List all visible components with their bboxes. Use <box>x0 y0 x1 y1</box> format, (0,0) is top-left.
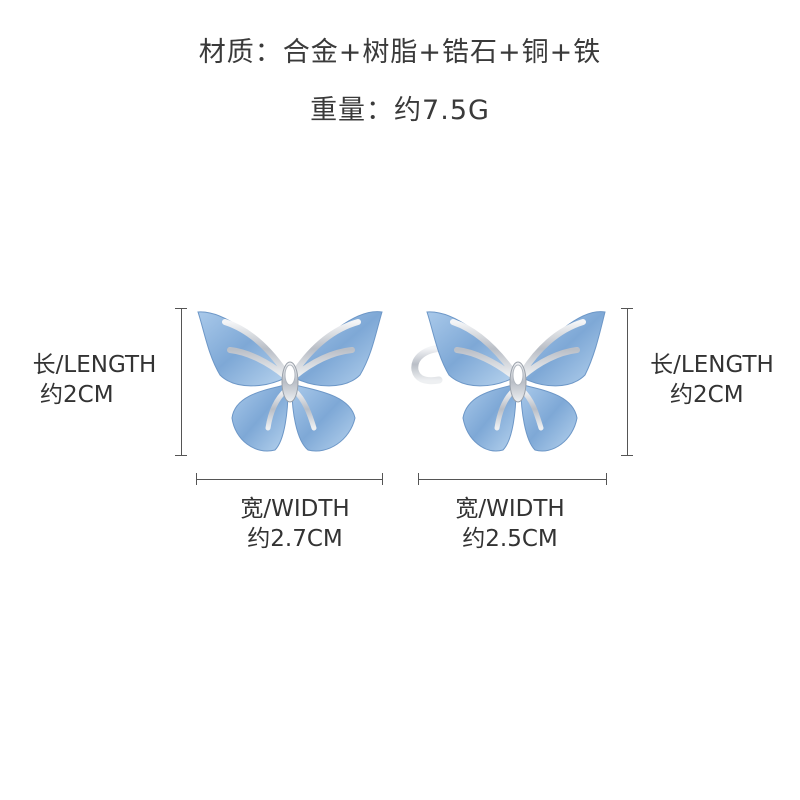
right-length-line <box>627 308 628 455</box>
left-length-cap-bottom <box>175 455 187 456</box>
material-spec: 材质：合金+树脂+锆石+铜+铁 <box>198 37 602 68</box>
right-width-cap-right <box>606 473 607 485</box>
right-length-label: 长/LENGTH <box>650 352 774 378</box>
right-length-block: 长/LENGTH 约2CM <box>632 350 792 410</box>
left-width-line <box>196 479 382 480</box>
right-length-cap-bottom <box>621 455 633 456</box>
left-length-cap-top <box>175 308 187 309</box>
right-butterfly-earring <box>411 311 606 452</box>
right-length-cap-top <box>621 308 633 309</box>
right-width-line <box>418 479 606 480</box>
right-length-value: 约2CM <box>670 382 744 408</box>
left-width-cap-right <box>382 473 383 485</box>
left-width-label: 宽/WIDTH <box>240 496 350 522</box>
left-width-block: 宽/WIDTH 约2.7CM <box>210 494 380 554</box>
left-length-label: 长/LENGTH <box>32 352 157 378</box>
left-width-cap-left <box>196 473 197 485</box>
left-butterfly-earring <box>197 311 383 452</box>
left-width-value: 约2.7CM <box>247 526 343 552</box>
left-length-value: 约2CM <box>40 382 114 408</box>
left-length-block: 长/LENGTH 约2CM <box>12 350 177 410</box>
right-width-block: 宽/WIDTH 约2.5CM <box>425 494 595 554</box>
right-width-cap-left <box>418 473 419 485</box>
weight-spec: 重量：约7.5G <box>310 95 490 126</box>
right-width-label: 宽/WIDTH <box>455 496 565 522</box>
right-width-value: 约2.5CM <box>462 526 558 552</box>
left-length-line <box>181 308 182 455</box>
